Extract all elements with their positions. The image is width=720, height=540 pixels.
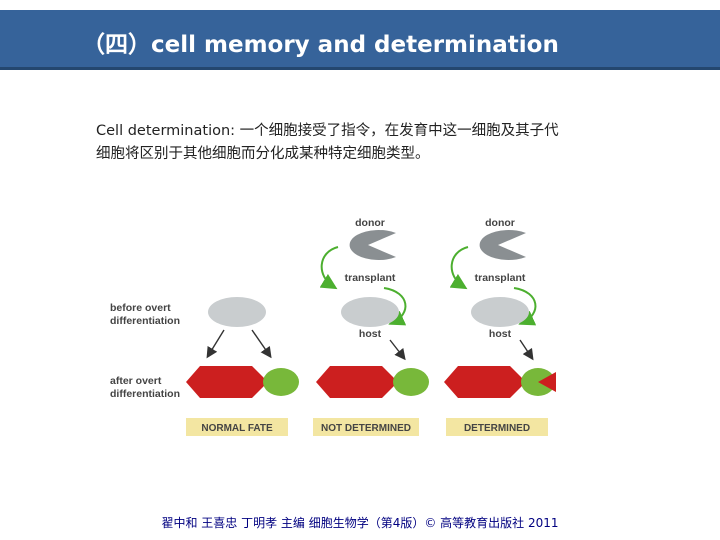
donor-label-1: donor [355,217,385,229]
arrow-normal-left [206,329,225,359]
transplant-arrow-out-1 [383,287,407,326]
fate-box-determined [446,418,548,436]
fate-label-not-determined: NOT DETERMINED [321,423,411,434]
page-title: （四）cell memory and determination [82,32,559,58]
tissue-determined [444,366,556,398]
donor-cell-2 [479,230,526,260]
host-label-2: host [489,328,512,340]
donor-label-2: donor [485,217,515,229]
precursor-cell-1 [208,297,266,327]
fate-box-normal [186,418,288,436]
transplant-label-1: transplant [345,272,396,284]
tissue-not-determined [316,366,429,398]
tissue-normal [186,366,299,398]
arrow-not-determined [389,339,406,361]
fate-label-determined: DETERMINED [464,423,530,434]
transplant-arrow-out-2 [513,287,537,326]
host-cell-2 [471,297,529,327]
fate-label-normal: NORMAL FATE [201,423,273,434]
definition-text: Cell determination: 一个细胞接受了指令，在发育中这一细胞及其… [96,123,559,162]
donor-cell-1 [349,230,396,260]
arrow-determined [519,339,534,361]
transplant-label-2: transplant [475,272,526,284]
before-label-line1: before overt [110,302,171,314]
citation-footer: 翟中和 王喜忠 丁明孝 主编 细胞生物学（第4版）© 高等教育出版社 2011 [161,516,559,530]
before-label-line2: differentiation [110,315,180,327]
host-cell-1 [341,297,399,327]
transplant-arrow-in-2 [449,246,469,290]
arrow-normal-right [251,329,272,359]
fate-box-not-determined [313,418,419,436]
title-bar: （四）cell memory and determination [0,10,720,70]
after-label-line2: differentiation [110,388,180,400]
host-label-1: host [359,328,382,340]
transplant-arrow-in-1 [319,246,339,290]
after-label-line1: after overt [110,375,162,387]
